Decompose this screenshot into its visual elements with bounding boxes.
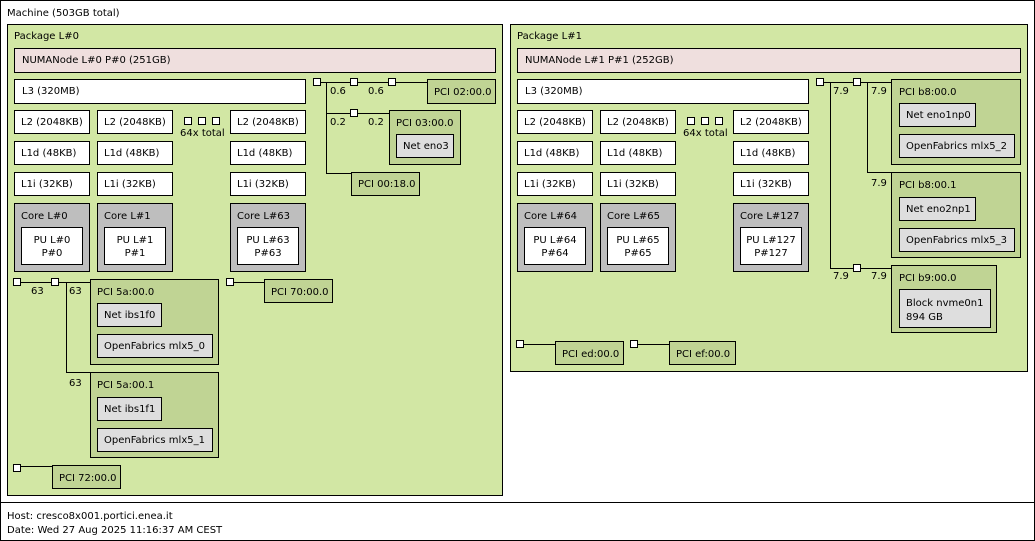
bridge-node bbox=[388, 78, 396, 86]
l1d-cache: L1d (48KB) bbox=[517, 141, 593, 165]
bandwidth-label: 0.2 bbox=[330, 117, 346, 128]
l1d-cache: L1d (48KB) bbox=[97, 141, 173, 165]
bridge-node bbox=[350, 78, 358, 86]
l1i-cache: L1i (32KB) bbox=[517, 172, 593, 196]
l1i-cache: L1i (32KB) bbox=[733, 172, 809, 196]
bridge-node bbox=[350, 109, 358, 117]
bridge-node bbox=[816, 78, 824, 86]
collapsed-indicator bbox=[701, 117, 709, 125]
machine-label: Machine (503GB total) bbox=[7, 8, 120, 19]
bridge-node bbox=[853, 78, 861, 86]
l1d-cache: L1d (48KB) bbox=[14, 141, 90, 165]
bandwidth-label: 7.9 bbox=[871, 86, 887, 97]
pci-device-5a1[interactable]: PCI 5a:00.1 Net ibs1f1 OpenFabrics mlx5_… bbox=[90, 372, 219, 458]
l3-cache-1: L3 (320MB) bbox=[517, 79, 809, 104]
l1i-cache: L1i (32KB) bbox=[97, 172, 173, 196]
l2-cache: L2 (2048KB) bbox=[517, 110, 593, 134]
bridge-node bbox=[13, 278, 21, 286]
pci-device-5a0[interactable]: PCI 5a:00.0 Net ibs1f0 OpenFabrics mlx5_… bbox=[90, 279, 219, 365]
pci-device-b80[interactable]: PCI b8:00.0 Net eno1np0 OpenFabrics mlx5… bbox=[891, 79, 1021, 165]
pci-device-ed[interactable]: PCI ed:00.0 bbox=[555, 341, 624, 365]
bandwidth-label: 7.9 bbox=[871, 178, 887, 189]
l2-cache: L2 (2048KB) bbox=[600, 110, 676, 134]
l2-cache: L2 (2048KB) bbox=[97, 110, 173, 134]
bridge-node bbox=[51, 278, 59, 286]
bandwidth-label: 0.6 bbox=[368, 86, 384, 97]
pci-device-b9[interactable]: PCI b9:00.0 Block nvme0n1 894 GB bbox=[891, 265, 997, 333]
bandwidth-label: 63 bbox=[69, 286, 82, 297]
collapsed-indicator bbox=[212, 117, 220, 125]
pci-device-03[interactable]: PCI 03:00.0 Net eno3 bbox=[389, 110, 461, 165]
total-count: 64x total bbox=[683, 128, 728, 139]
bridge-node bbox=[13, 464, 21, 472]
bandwidth-label: 0.6 bbox=[330, 86, 346, 97]
pci-device-00[interactable]: PCI 00:18.0 bbox=[351, 172, 420, 196]
pci-device-72[interactable]: PCI 72:00.0 bbox=[52, 465, 121, 489]
net-device[interactable]: Net ibs1f1 bbox=[97, 397, 162, 421]
host-label: Host: cresco8x001.portici.enea.it bbox=[7, 511, 173, 522]
bandwidth-label: 63 bbox=[69, 378, 82, 389]
bridge-node bbox=[226, 278, 234, 286]
bridge-node bbox=[516, 340, 524, 348]
l2-cache: L2 (2048KB) bbox=[14, 110, 90, 134]
bandwidth-label: 7.9 bbox=[871, 271, 887, 282]
l3-cache-0: L3 (320MB) bbox=[14, 79, 306, 104]
legend-footer: Host: cresco8x001.portici.enea.it Date: … bbox=[0, 502, 1035, 541]
bridge-node bbox=[853, 264, 861, 272]
bandwidth-label: 0.2 bbox=[368, 117, 384, 128]
bridge-node bbox=[630, 340, 638, 348]
collapsed-indicator bbox=[715, 117, 723, 125]
net-device[interactable]: Net eno1np0 bbox=[899, 103, 976, 127]
l2-cache: L2 (2048KB) bbox=[733, 110, 809, 134]
l1i-cache: L1i (32KB) bbox=[230, 172, 306, 196]
openfabrics-device[interactable]: OpenFabrics mlx5_3 bbox=[899, 228, 1015, 252]
net-device[interactable]: Net eno2np1 bbox=[899, 197, 976, 221]
bandwidth-label: 63 bbox=[31, 286, 44, 297]
openfabrics-device[interactable]: OpenFabrics mlx5_0 bbox=[97, 334, 213, 358]
l1d-cache: L1d (48KB) bbox=[600, 141, 676, 165]
collapsed-indicator bbox=[198, 117, 206, 125]
pci-device-b81[interactable]: PCI b8:00.1 Net eno2np1 OpenFabrics mlx5… bbox=[891, 172, 1021, 258]
l1i-cache: L1i (32KB) bbox=[600, 172, 676, 196]
numa-node-1: NUMANode L#1 P#1 (252GB) bbox=[517, 48, 1021, 73]
collapsed-indicator bbox=[687, 117, 695, 125]
l1i-cache: L1i (32KB) bbox=[14, 172, 90, 196]
collapsed-indicator bbox=[184, 117, 192, 125]
pci-device-02[interactable]: PCI 02:00.0 bbox=[427, 79, 496, 104]
bandwidth-label: 7.9 bbox=[833, 271, 849, 282]
l1d-cache: L1d (48KB) bbox=[230, 141, 306, 165]
openfabrics-device[interactable]: OpenFabrics mlx5_1 bbox=[97, 428, 213, 452]
pci-device-ef[interactable]: PCI ef:00.0 bbox=[669, 341, 736, 365]
bandwidth-label: 7.9 bbox=[833, 86, 849, 97]
package-1-label: Package L#1 bbox=[517, 31, 582, 42]
bridge-node bbox=[313, 78, 321, 86]
l2-cache: L2 (2048KB) bbox=[230, 110, 306, 134]
date-label: Date: Wed 27 Aug 2025 11:16:37 AM CEST bbox=[7, 525, 223, 536]
package-0-label: Package L#0 bbox=[14, 31, 79, 42]
openfabrics-device[interactable]: OpenFabrics mlx5_2 bbox=[899, 134, 1015, 158]
total-count: 64x total bbox=[180, 128, 225, 139]
numa-node-0: NUMANode L#0 P#0 (251GB) bbox=[14, 48, 496, 73]
net-device[interactable]: Net ibs1f0 bbox=[97, 303, 162, 327]
l1d-cache: L1d (48KB) bbox=[733, 141, 809, 165]
net-device[interactable]: Net eno3 bbox=[396, 134, 454, 158]
pci-device-70[interactable]: PCI 70:00.0 bbox=[264, 279, 333, 303]
block-device[interactable]: Block nvme0n1 894 GB bbox=[899, 289, 991, 328]
